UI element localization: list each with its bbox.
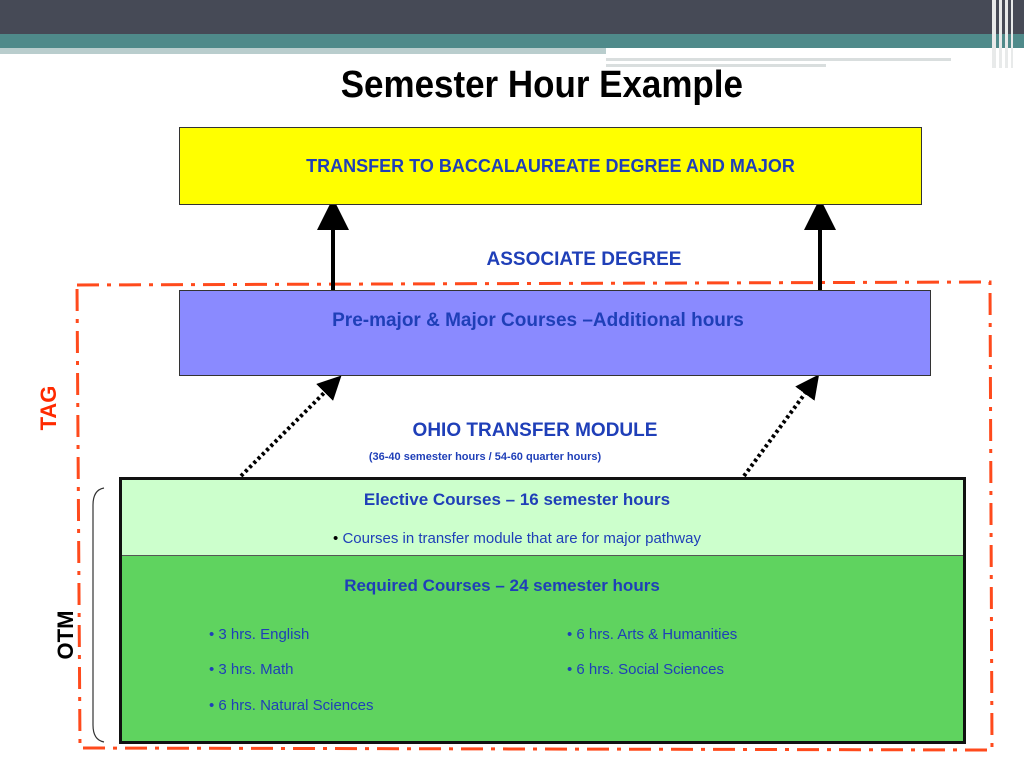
transfer-module-box: Elective Courses – 16 semester hours • C… bbox=[119, 477, 966, 744]
arrow-left-dotted bbox=[239, 375, 342, 478]
header-band-dark bbox=[0, 0, 1024, 34]
otm-module-subtitle: (36-40 semester hours / 54-60 quarter ho… bbox=[368, 451, 602, 463]
slide-title: Semester Hour Example bbox=[340, 64, 743, 106]
header-line bbox=[606, 58, 951, 61]
header-vbar bbox=[999, 0, 1002, 68]
transfer-box: TRANSFER TO BACCALAUREATE DEGREE AND MAJ… bbox=[179, 127, 922, 205]
required-item: • 6 hrs. Natural Sciences bbox=[209, 697, 374, 714]
required-item: • 6 hrs. Arts & Humanities bbox=[567, 626, 738, 643]
otm-side-label: OTM bbox=[53, 610, 78, 660]
required-item: • 3 hrs. Math bbox=[209, 661, 294, 678]
header-band-light bbox=[0, 48, 606, 54]
elective-courses-note: • Courses in transfer module that are fo… bbox=[122, 530, 912, 547]
premajor-box: Pre-major & Major Courses –Additional ho… bbox=[179, 290, 931, 376]
tag-region-border bbox=[75, 280, 994, 752]
transfer-label: TRANSFER TO BACCALAUREATE DEGREE AND MAJ… bbox=[306, 156, 795, 176]
required-courses-title: Required Courses – 24 semester hours bbox=[344, 576, 660, 595]
header-vbar bbox=[1011, 0, 1013, 68]
header-vbar bbox=[1005, 0, 1008, 68]
bullet: • bbox=[333, 530, 339, 547]
elective-note-text: Courses in transfer module that are for … bbox=[342, 530, 701, 547]
otm-brace bbox=[92, 487, 105, 743]
arrow-right-dotted bbox=[742, 374, 820, 478]
required-item: • 3 hrs. English bbox=[209, 626, 310, 643]
elective-courses-title: Elective Courses – 16 semester hours bbox=[363, 490, 671, 509]
tag-side-label: TAG bbox=[36, 385, 61, 431]
header-band-teal bbox=[0, 34, 1024, 48]
premajor-label: Pre-major & Major Courses –Additional ho… bbox=[332, 310, 744, 331]
required-courses-box: Required Courses – 24 semester hours • 3… bbox=[122, 556, 963, 741]
header-line bbox=[606, 64, 826, 67]
header-vbar bbox=[992, 0, 996, 68]
otm-module-title: OHIO TRANSFER MODULE bbox=[412, 420, 658, 441]
required-item: • 6 hrs. Social Sciences bbox=[567, 661, 724, 678]
associate-degree-label: ASSOCIATE DEGREE bbox=[486, 249, 682, 270]
elective-courses-box: Elective Courses – 16 semester hours • C… bbox=[122, 480, 963, 556]
